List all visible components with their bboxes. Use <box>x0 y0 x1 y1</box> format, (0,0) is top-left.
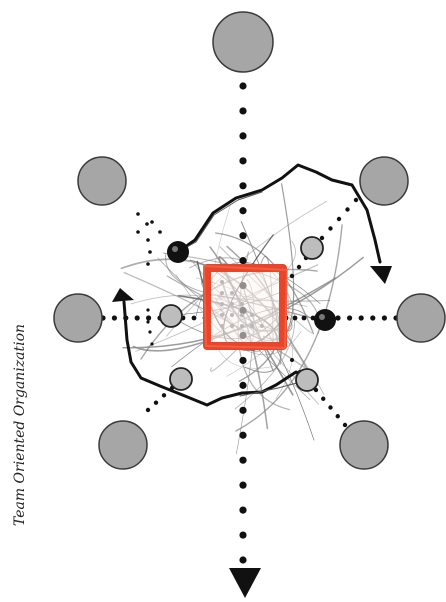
node-lower-left <box>99 421 147 469</box>
node-upper-right <box>360 157 408 205</box>
curved-arrow-top-right <box>178 165 380 262</box>
inner-node-left <box>160 305 182 327</box>
arrowhead-up-left-icon <box>112 288 134 302</box>
inner-node-bottom-right <box>296 369 318 391</box>
hub-node-right <box>314 309 336 331</box>
node-upper-left <box>78 157 126 205</box>
node-right <box>397 294 445 342</box>
arrowhead-down-right-icon <box>370 266 392 284</box>
side-label: Team Oriented Organization <box>12 324 28 526</box>
node-left <box>54 294 102 342</box>
arrow-down-icon <box>229 568 261 598</box>
hub-node-left <box>167 241 189 263</box>
inner-node-bottom-left <box>170 368 192 390</box>
node-top <box>213 12 273 72</box>
node-lower-right <box>340 421 388 469</box>
inner-node-top-right <box>301 237 323 259</box>
center-square <box>204 266 287 348</box>
